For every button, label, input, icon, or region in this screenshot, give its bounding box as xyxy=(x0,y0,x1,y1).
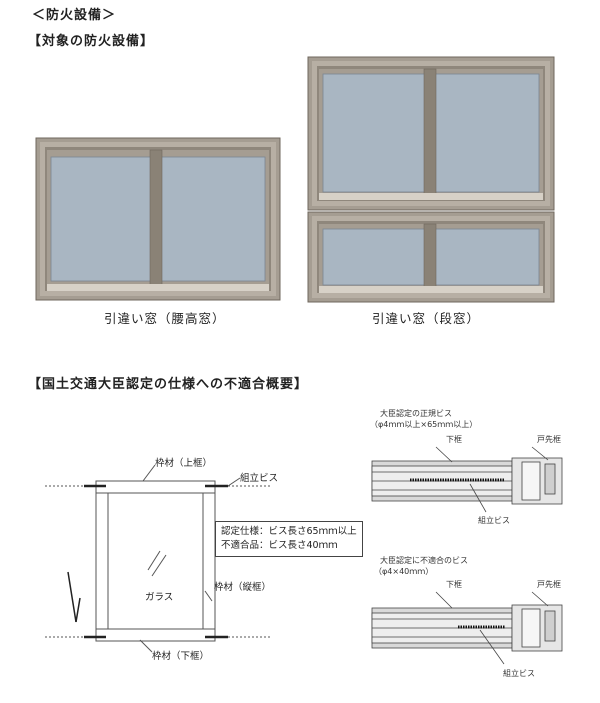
window-sliding-waist xyxy=(35,137,281,301)
label-glass: ガラス xyxy=(145,592,174,603)
label-nonconforming-door-frame: 戸先框 xyxy=(537,580,561,589)
label-compliant-door-frame: 戸先框 xyxy=(537,435,561,444)
label-compliant-screw: 組立ビス xyxy=(478,516,510,525)
label-nonconforming-lower-frame: 下框 xyxy=(446,580,462,589)
label-nonconforming-size: （φ4×40ｍｍ） xyxy=(374,567,434,576)
spec-line-certified: 認定仕様：ビス長さ65ｍｍ以上 xyxy=(221,526,357,537)
spec-line-nonconforming: 不適合品：ビス長さ40ｍｍ xyxy=(221,540,338,551)
subsection-title-nonconformity: 【国土交通大臣認定の仕様への不適合概要】 xyxy=(28,377,309,392)
window-sliding-stacked xyxy=(307,56,555,303)
label-nonconforming-screw: 組立ビス xyxy=(503,669,535,678)
spec-box: 認定仕様：ビス長さ65ｍｍ以上 不適合品：ビス長さ40ｍｍ xyxy=(215,521,363,557)
label-frame-bottom: 枠材（下框） xyxy=(152,651,210,662)
section-title: ＜防火設備＞ xyxy=(32,8,117,23)
label-nonconforming-title: 大臣認定に不適合のビス xyxy=(380,556,468,565)
section-nonconforming-screw xyxy=(371,591,563,665)
label-compliant-lower-frame: 下框 xyxy=(446,435,462,444)
label-assembly-screw: 組立ビス xyxy=(240,473,279,484)
label-frame-top: 枠材（上框） xyxy=(155,458,213,469)
label-compliant-title: 大臣認定の正規ビス xyxy=(380,409,452,418)
label-compliant-size: （φ4ｍｍ以上×65ｍｍ以上） xyxy=(370,420,478,429)
section-compliant-screw xyxy=(371,446,563,513)
sash-frame-schematic xyxy=(45,464,270,653)
subsection-title-target-equipment: 【対象の防火設備】 xyxy=(28,34,155,49)
caption-sliding-stacked-window: 引違い窓（段窓） xyxy=(372,311,481,326)
label-frame-side: 枠材（縦框） xyxy=(214,582,272,593)
caption-sliding-waist-window: 引違い窓（腰高窓） xyxy=(104,311,226,326)
